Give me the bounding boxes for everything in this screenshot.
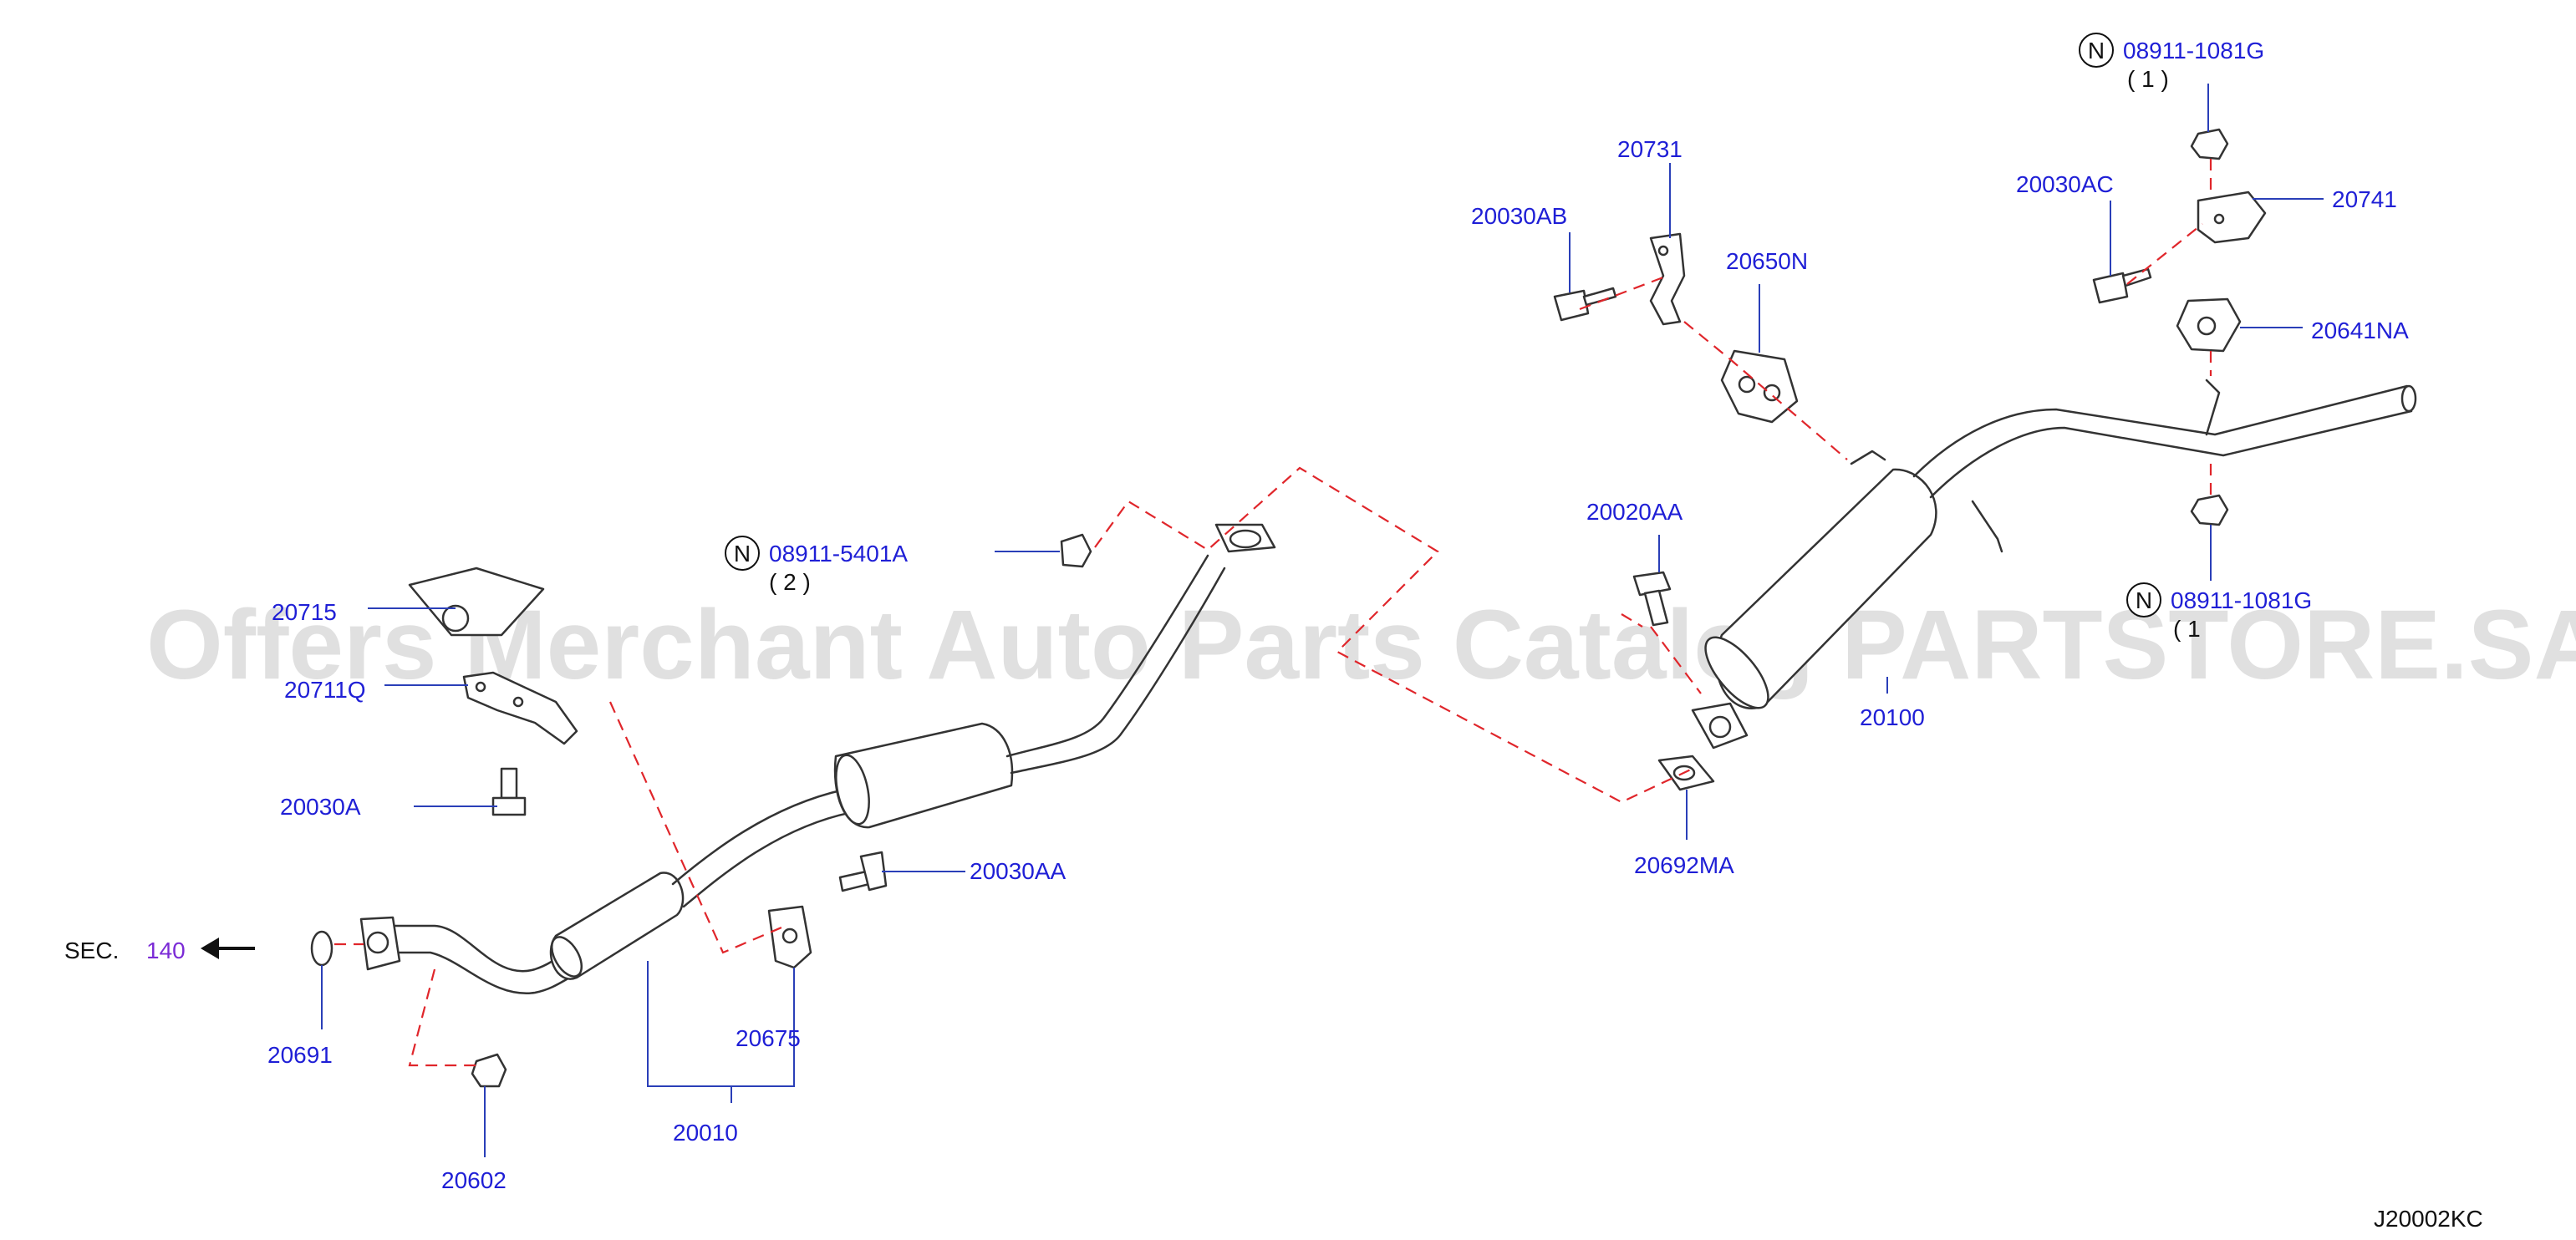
leader-lines [321,84,2324,1157]
section-link-140[interactable]: 140 [146,938,186,963]
front-bracket-parts [310,533,1092,1088]
part-label-20030A[interactable]: 20030A [280,794,361,820]
part-label-20650N[interactable]: 20650N [1726,248,1808,274]
note-quantity: ( 1 ) [2127,66,2169,92]
section-arrow [201,938,255,959]
part-label-20030AB[interactable]: 20030AB [1471,203,1567,229]
part-label-20030AC[interactable]: 20030AC [2016,171,2114,197]
part-label-20675[interactable]: 20675 [736,1025,801,1051]
note-symbol: N [2136,587,2152,613]
note-08911-5401A[interactable]: N 08911-5401A ( 2 ) [725,536,908,595]
note-quantity: ( 1 [2173,616,2201,642]
part-label-20010[interactable]: 20010 [673,1120,738,1146]
part-label-20641NA[interactable]: 20641NA [2311,318,2409,343]
note-symbol: N [2088,38,2105,64]
note-part-number: 08911-1081G [2171,587,2312,613]
n-note-icon [725,536,760,571]
note-part-number: 08911-5401A [769,541,908,567]
part-label-20020AA[interactable]: 20020AA [1586,499,1683,525]
part-label-20711Q[interactable]: 20711Q [284,677,366,703]
connection-lines [334,159,2212,1067]
note-08911-1081G-bottom[interactable]: N 08911-1081G ( 1 [2126,582,2312,642]
part-label-20691[interactable]: 20691 [267,1042,333,1068]
arrow-left-icon [201,938,219,959]
note-part-number: 08911-1081G [2123,38,2264,64]
n-note-icon [2079,33,2114,68]
note-symbol: N [734,541,751,567]
part-label-20741[interactable]: 20741 [2332,186,2397,212]
part-label-20030AA[interactable]: 20030AA [970,858,1067,884]
rear-muffler-assembly [1657,379,2417,791]
note-quantity: ( 2 ) [769,569,811,595]
section-prefix: SEC. [64,938,119,963]
part-label-20692MA[interactable]: 20692MA [1634,852,1734,878]
note-08911-1081G-top[interactable]: N 08911-1081G ( 1 ) [2079,33,2264,92]
part-label-20100[interactable]: 20100 [1860,704,1925,730]
watermark-text: Offers Merchant Auto Parts Catalog PARTS… [146,590,2576,700]
rear-hanger-parts [1553,128,2267,627]
part-label-20715[interactable]: 20715 [272,599,337,625]
n-note-icon [2126,582,2161,617]
diagram-code: J20002KC [2374,1206,2483,1232]
part-label-20602[interactable]: 20602 [441,1167,507,1193]
part-label-20731[interactable]: 20731 [1617,136,1683,162]
